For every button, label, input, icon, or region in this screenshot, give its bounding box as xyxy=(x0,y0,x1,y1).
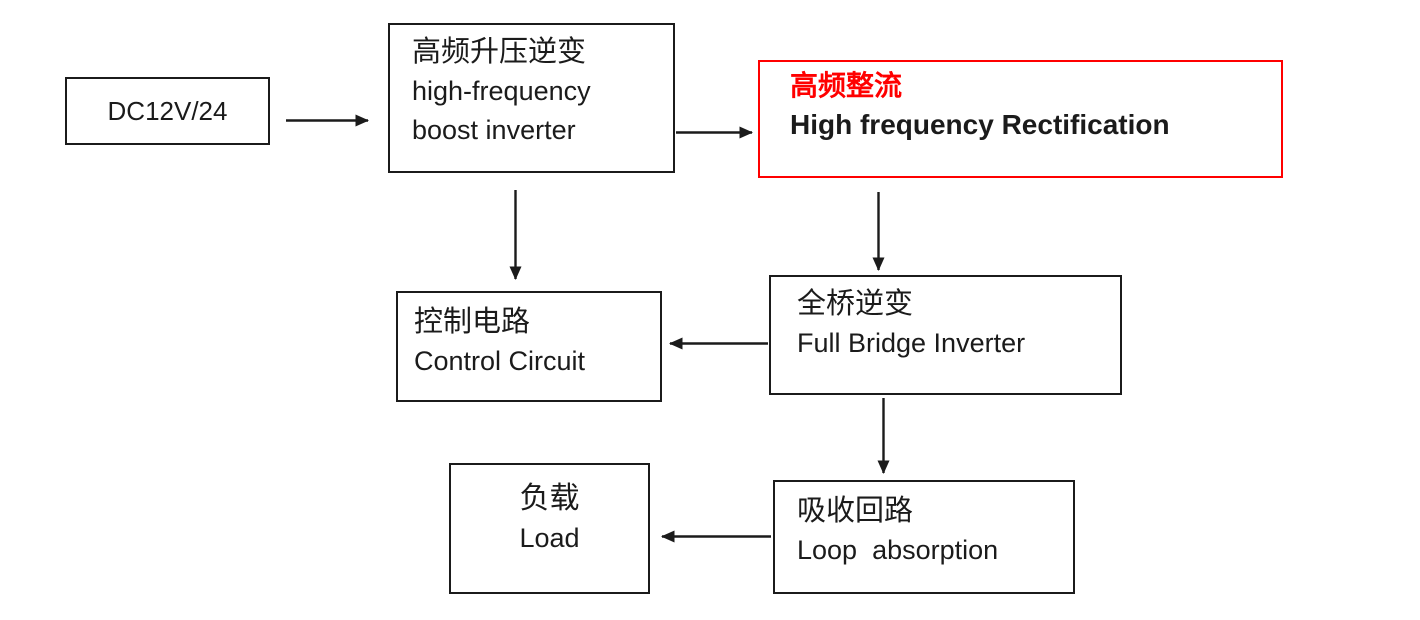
node-dc-input: DC12V/24 xyxy=(65,77,270,145)
full-bridge-label-zh: 全桥逆变 xyxy=(797,288,914,320)
full-bridge-label-en: Full Bridge Inverter xyxy=(797,328,1026,358)
boost-inverter-label-en-2: boost inverter xyxy=(412,115,576,145)
boost-inverter-label-en-1: high-frequency xyxy=(412,76,591,106)
node-boost-inverter: 高频升压逆变 high-frequency boost inverter xyxy=(388,23,675,173)
dc-input-label: DC12V/24 xyxy=(107,96,228,126)
node-control-circuit: 控制电路 Control Circuit xyxy=(396,291,662,402)
node-load: 负载 Load xyxy=(449,463,650,594)
rectifier-label-zh: 高频整流 xyxy=(790,70,903,101)
load-label-zh: 负载 xyxy=(519,482,580,515)
node-loop-absorption: 吸收回路 Loop absorption xyxy=(773,480,1075,594)
boost-inverter-label-zh: 高频升压逆变 xyxy=(412,36,587,68)
node-full-bridge-inverter: 全桥逆变 Full Bridge Inverter xyxy=(769,275,1122,395)
rectifier-label-en: High frequency Rectification xyxy=(790,109,1170,140)
control-circuit-label-zh: 控制电路 xyxy=(414,306,531,338)
control-circuit-label-en: Control Circuit xyxy=(414,346,586,376)
load-label-en: Load xyxy=(519,523,580,553)
loop-absorption-label-en: Loop absorption xyxy=(797,535,999,565)
node-rectifier-highlighted: 高频整流 High frequency Rectification xyxy=(758,60,1283,178)
loop-absorption-label-zh: 吸收回路 xyxy=(797,495,914,527)
